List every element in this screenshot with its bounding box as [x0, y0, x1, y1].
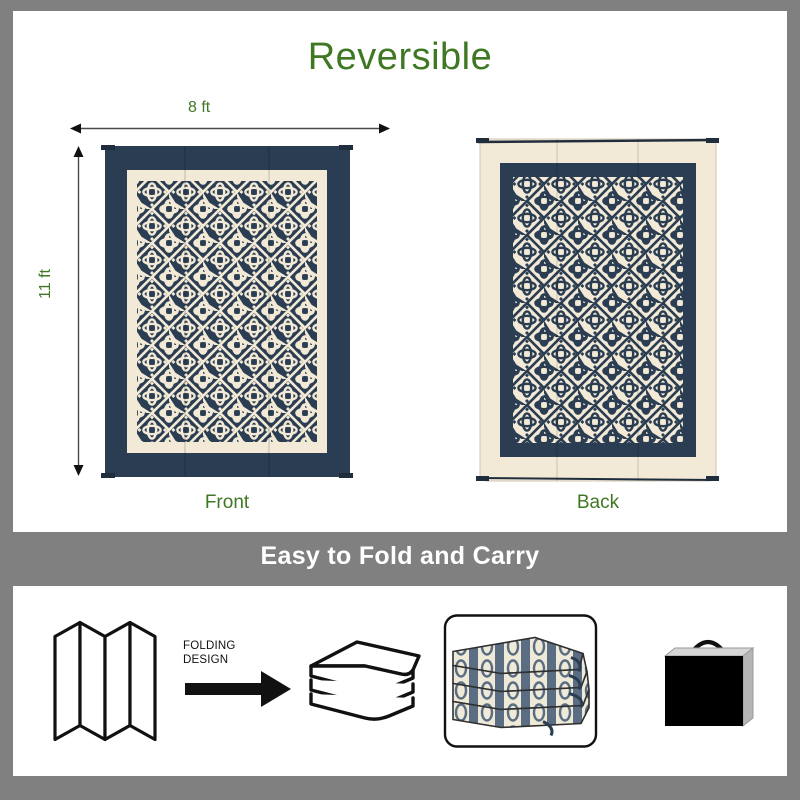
folding-design-label: FOLDING DESIGN — [183, 639, 236, 668]
carry-bag-icon — [653, 626, 763, 736]
accordion-fold-icon — [51, 619, 166, 744]
rug-front-caption: Front — [204, 492, 250, 513]
rug-back-caption: Back — [576, 492, 620, 513]
bottom-panel: FOLDING DESIGN — [13, 586, 787, 776]
top-panel: Reversible 8 ft 11 ft — [13, 11, 787, 532]
folded-stack-icon — [305, 636, 425, 726]
page-title: Reversible — [307, 36, 493, 78]
folding-design-label-line1: FOLDING — [183, 640, 236, 652]
feature-banner-text: Easy to Fold and Carry — [260, 541, 540, 570]
height-dimension-label: 11 ft — [36, 269, 54, 299]
feature-banner: Easy to Fold and Carry — [0, 532, 800, 580]
width-dimension-arrow — [70, 121, 390, 134]
folding-design-label-line2: DESIGN — [183, 654, 229, 667]
folded-rug-photo — [443, 614, 598, 749]
rug-front-image — [101, 141, 353, 481]
rug-back-image — [476, 133, 719, 486]
feature-row: FOLDING DESIGN — [13, 586, 787, 776]
folding-design-arrow: FOLDING DESIGN — [183, 639, 293, 721]
width-dimension-label: 8 ft — [188, 99, 211, 116]
height-dimension-arrow — [73, 146, 84, 476]
